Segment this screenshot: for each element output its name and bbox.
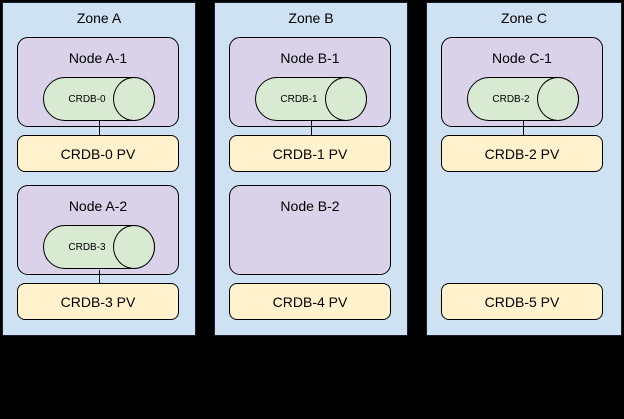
pod-label: CRDB-2 [492,93,530,105]
pod-label: CRDB-1 [280,93,318,105]
cylinder-cap-icon [113,77,155,121]
pv-crdb-1: CRDB-1 PV [229,135,391,172]
cylinder-cap-icon [325,77,367,121]
zone-c: Zone C Node C-1 CRDB-2 CRDB-2 PV CRDB-5 … [426,2,622,336]
zone-title: Zone B [288,10,334,26]
pod-label: CRDB-0 [68,93,106,105]
connector-line [523,120,524,135]
pod-label: CRDB-3 [68,241,106,253]
zone-a: Zone A Node A-1 CRDB-0 CRDB-0 PV Node A-… [2,2,196,336]
node-c1: Node C-1 CRDB-2 [441,37,603,127]
pv-crdb-0: CRDB-0 PV [17,135,179,172]
pod-cylinder-crdb-0: CRDB-0 [43,77,155,121]
pv-crdb-5: CRDB-5 PV [441,283,603,320]
connector-line [99,270,100,283]
node-b2: Node B-2 [229,185,391,275]
cylinder-cap-icon [113,225,155,269]
node-a1: Node A-1 CRDB-0 [17,37,179,127]
pod-cylinder-crdb-1: CRDB-1 [255,77,367,121]
pv-crdb-3: CRDB-3 PV [17,283,179,320]
node-label: Node C-1 [492,50,552,66]
node-label: Node B-2 [280,198,340,214]
node-label: Node A-1 [68,50,128,66]
zone-b: Zone B Node B-1 CRDB-1 CRDB-1 PV Node B-… [214,2,408,336]
zone-title: Zone A [76,10,122,26]
pv-crdb-4: CRDB-4 PV [229,283,391,320]
zone-title: Zone C [501,10,547,26]
node-a2: Node A-2 CRDB-3 [17,185,179,275]
node-b1: Node B-1 CRDB-1 [229,37,391,127]
connector-line [99,120,100,135]
node-label: Node B-1 [280,50,340,66]
connector-line [311,120,312,135]
pod-cylinder-crdb-2: CRDB-2 [467,77,579,121]
pod-cylinder-crdb-3: CRDB-3 [43,225,155,269]
cylinder-cap-icon [537,77,579,121]
pv-crdb-2: CRDB-2 PV [441,135,603,172]
node-label: Node A-2 [68,198,128,214]
